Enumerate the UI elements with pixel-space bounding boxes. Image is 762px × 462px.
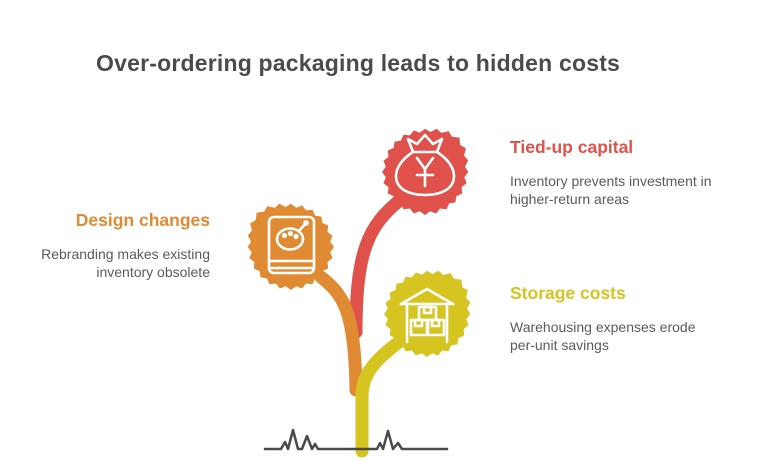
callout-body-tied-up-capital: Inventory prevents investment in higher-… xyxy=(510,173,712,207)
stem-orange xyxy=(314,270,363,397)
callout-heading-design-changes: Design changes xyxy=(75,210,210,230)
callout-design-changes: Design changes Rebranding makes existing… xyxy=(30,210,210,281)
callout-body-storage-costs: Warehousing expenses erode per-unit savi… xyxy=(510,319,696,353)
page-title: Over-ordering packaging leads to hidden … xyxy=(96,50,621,76)
callout-storage-costs: Storage costs Warehousing expenses erode… xyxy=(510,283,722,354)
callout-tied-up-capital: Tied-up capital Inventory prevents inves… xyxy=(510,137,745,208)
paint-palette-book-icon xyxy=(267,215,316,275)
money-bag-icon xyxy=(394,133,456,197)
stem-red xyxy=(349,193,407,339)
ground-grass-line xyxy=(263,428,449,451)
callout-heading-tied-up-capital: Tied-up capital xyxy=(510,137,634,157)
callout-body-design-changes: Rebranding makes existing inventory obso… xyxy=(41,246,210,280)
warehouse-icon xyxy=(399,287,455,344)
callout-heading-storage-costs: Storage costs xyxy=(510,283,626,303)
stem-yellow xyxy=(355,335,406,458)
